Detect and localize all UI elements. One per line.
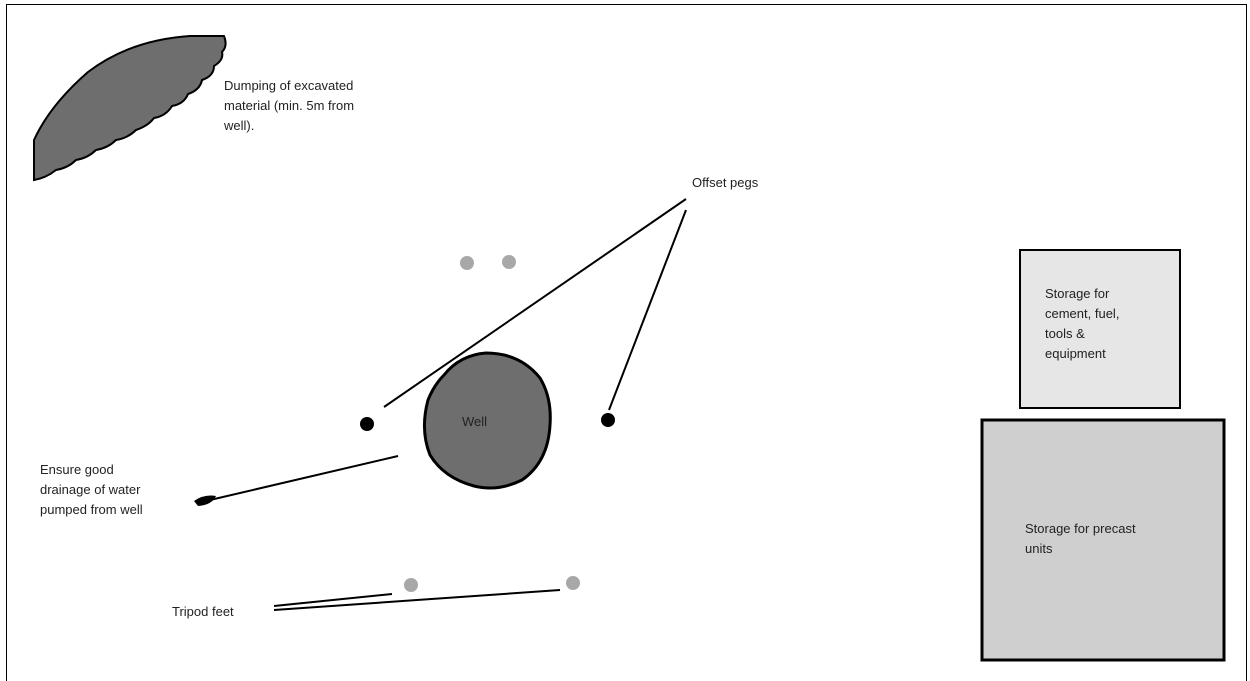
grey-peg-top-right [502,255,516,269]
offset-pegs-leader-right [608,209,687,411]
offset-peg-right [601,413,615,427]
drainage-label-line-2: drainage of water [40,482,141,497]
dumping-label-line-3: well). [223,118,254,133]
offset-pegs-label: Offset pegs [692,175,759,190]
storage-precast-label: Storage for precast units [1025,521,1139,556]
storage-precast-line-1: Storage for precast [1025,521,1136,536]
offset-pegs-leader-left [383,198,687,408]
storage-cement-line-1: Storage for [1045,286,1110,301]
drainage-label-line-1: Ensure good [40,462,114,477]
dumping-label-line-1: Dumping of excavated [224,78,353,93]
offset-peg-left [360,417,374,431]
tripod-feet-label: Tripod feet [172,604,234,619]
tripod-feet-leader-right [273,589,561,611]
storage-cement-line-3: tools & [1045,326,1085,341]
tripod-feet-leader-left [273,593,393,607]
grey-peg-top-left [460,256,474,270]
drainage-arrowhead [194,495,216,506]
well [423,351,552,490]
drainage-label-line-3: pumped from well [40,502,143,517]
storage-precast-line-2: units [1025,541,1053,556]
dumping-label-line-2: material (min. 5m from [224,98,354,113]
storage-precast-box [980,418,1226,662]
dumping-label: Dumping of excavated material (min. 5m f… [223,78,358,133]
storage-cement-label: Storage for cement, fuel, tools & equipm… [1045,286,1123,361]
storage-cement-line-4: equipment [1045,346,1106,361]
drainage-arrow-line [209,455,399,501]
tripod-foot-right [566,576,580,590]
storage-cement-line-2: cement, fuel, [1045,306,1119,321]
well-label: Well [462,414,487,429]
storage-cement-box [1019,249,1181,409]
tripod-foot-left [404,578,418,592]
drainage-label: Ensure good drainage of water pumped fro… [40,462,144,517]
dumping-area [33,35,227,182]
